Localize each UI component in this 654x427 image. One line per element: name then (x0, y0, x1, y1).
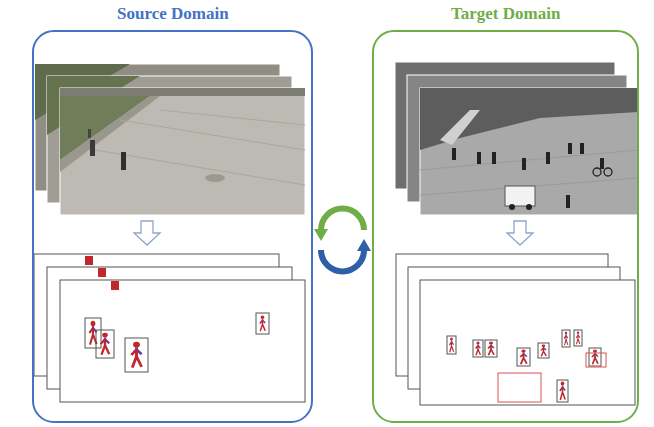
pedestrian (568, 143, 572, 154)
domain-panel: Source Domain (32, 30, 313, 423)
person-mask (449, 337, 453, 352)
domain-panel: Target Domain (372, 30, 639, 423)
bounding-box (574, 330, 582, 346)
kerb (60, 96, 160, 172)
person-mask (260, 316, 265, 332)
person-mask (476, 341, 481, 355)
person-mask (592, 349, 598, 364)
pedestrian (88, 129, 91, 138)
result-frame (420, 280, 635, 405)
bounding-box (557, 380, 568, 402)
person-mask (541, 344, 546, 356)
bounding-box (589, 348, 601, 366)
down-arrow (507, 221, 533, 245)
pedestrian (566, 195, 570, 208)
arrowhead (314, 229, 328, 241)
pedestrian (580, 143, 584, 154)
person-mask (488, 341, 494, 355)
missed-box (586, 353, 606, 367)
pedestrian (90, 140, 95, 156)
detection (85, 256, 93, 265)
van-wheel (526, 204, 532, 210)
target-photo-stack (395, 62, 638, 215)
bounding-box (125, 338, 148, 372)
bounding-box (562, 330, 570, 347)
result-frame (60, 280, 305, 402)
source-photo-stack (35, 64, 305, 215)
building (420, 88, 638, 150)
bounding-box (85, 318, 101, 348)
pedestrian (522, 158, 526, 170)
domain-heading: Source Domain (117, 4, 229, 24)
arrowhead (357, 239, 371, 251)
person-mask (131, 342, 141, 368)
bounding-box (517, 348, 530, 366)
pedestrian (452, 148, 456, 160)
bounding-box (485, 340, 497, 357)
domain-heading: Target Domain (451, 4, 560, 24)
person-mask (560, 382, 565, 400)
target-result-stack (396, 254, 635, 405)
photo-frame (60, 88, 305, 215)
detection (111, 281, 119, 290)
pavement-lines (95, 110, 305, 185)
pedestrian (477, 152, 481, 164)
cycle-arc (321, 250, 364, 272)
photo-frame (420, 88, 638, 215)
person-mask (576, 331, 580, 344)
person-mask (564, 331, 568, 345)
cyclist (600, 158, 604, 169)
bounding-box (447, 336, 456, 354)
far-edge (60, 88, 305, 96)
bounding-box (256, 313, 269, 334)
pedestrian (492, 152, 496, 164)
bounding-box (473, 340, 483, 357)
pedestrian (546, 152, 550, 164)
detection (98, 268, 106, 277)
stairs (440, 110, 480, 145)
van-wheel (509, 204, 515, 210)
bicycle-wheel (604, 168, 612, 176)
pedestrian (121, 152, 126, 170)
bicycle-wheel (593, 168, 601, 176)
missed-box (498, 373, 541, 402)
bounding-box (538, 343, 549, 358)
bounding-box (96, 330, 114, 358)
van (505, 186, 535, 206)
cycle-arrows (314, 209, 371, 272)
person-mask (101, 333, 109, 355)
down-arrow (134, 221, 160, 245)
drain-cover (205, 174, 225, 182)
cycle-arc (321, 209, 364, 231)
person-mask (520, 349, 527, 364)
source-result-stack (34, 254, 305, 402)
